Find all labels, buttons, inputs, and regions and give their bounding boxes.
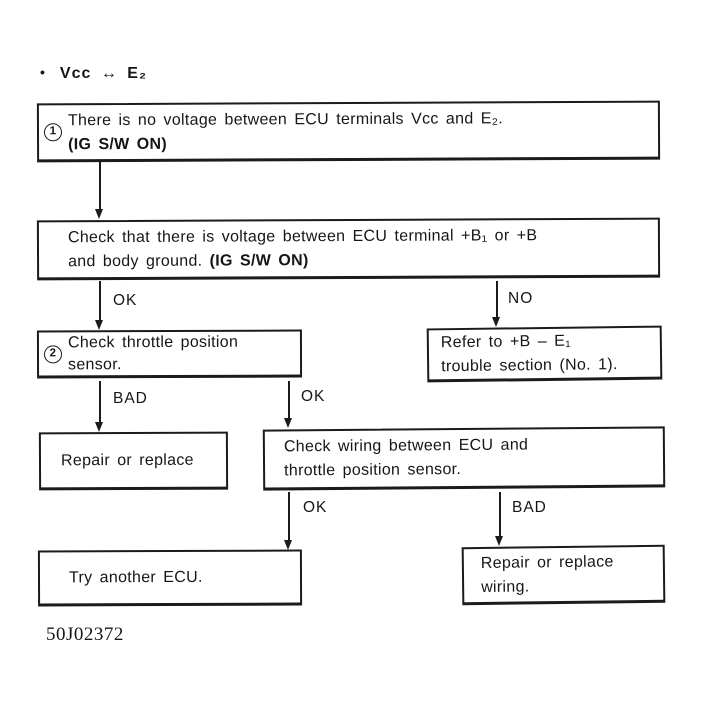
edge-label-ok-1: OK — [113, 292, 138, 309]
node-check-wiring-line1: Check wiring between ECU and — [283, 436, 529, 456]
arrowhead-icon-ok-3 — [284, 540, 292, 550]
node-check-throttle-sensor: 2 Check throttle position sensor. — [36, 329, 303, 379]
node-no-voltage-line2: (IG S/W ON) — [68, 135, 168, 154]
node-try-another-ecu: Try another ECU. — [37, 549, 303, 607]
arrow-line-bad-2 — [499, 492, 501, 536]
node-check-voltage: Check that there is voltage between ECU … — [36, 217, 661, 281]
node-no-voltage: 1 There is no voltage between ECU termin… — [36, 100, 661, 163]
node-check-wiring-line2: throttle position sensor. — [284, 461, 462, 480]
node-check-voltage-line2-bold: (IG S/W ON) — [209, 251, 309, 270]
node-check-voltage-line2: and body ground. (IG S/W ON) — [68, 247, 658, 274]
circled-number-icon: 2 — [43, 344, 63, 363]
node-check-voltage-line1: Check that there is voltage between ECU … — [67, 226, 538, 246]
arrowhead-icon-bad-1 — [95, 422, 103, 432]
arrowhead-icon-ok-1 — [95, 320, 103, 330]
section-title-text: Vcc ↔ E₂ — [59, 65, 148, 82]
arrow-line-no-1 — [496, 281, 498, 317]
node-refer-trouble-line2: trouble section (No. 1). — [441, 355, 618, 375]
node-try-ecu-line1: Try another ECU. — [68, 568, 203, 586]
node-repair-or-replace: Repair or replace — [38, 431, 229, 491]
arrowhead-icon-no-1 — [492, 317, 500, 327]
node-repair-wiring: Repair or replace wiring. — [461, 544, 666, 606]
figure-code: 50J02372 — [46, 624, 124, 645]
section-title: • Vcc ↔ E₂ — [40, 64, 147, 83]
arrowhead-icon-1 — [95, 209, 103, 219]
edge-label-bad-1: BAD — [113, 390, 148, 407]
bullet-icon: • — [40, 64, 46, 80]
node-repair-wiring-line2: wiring. — [481, 577, 530, 596]
edge-label-bad-2: BAD — [512, 499, 547, 516]
node-no-voltage-line1: There is no voltage between ECU terminal… — [67, 110, 504, 130]
node-check-wiring: Check wiring between ECU and throttle po… — [262, 426, 666, 491]
arrow-line-bad-1 — [99, 381, 101, 422]
edge-label-ok-2: OK — [301, 388, 326, 405]
arrow-line-ok-3 — [288, 492, 290, 540]
node-refer-trouble-line1: Refer to +B – E₁ — [440, 332, 571, 351]
node-refer-trouble-section: Refer to +B – E₁ trouble section (No. 1)… — [426, 325, 663, 383]
arrow-line-1 — [99, 162, 101, 210]
arrowhead-icon-ok-2 — [284, 418, 292, 428]
circled-number-icon: 1 — [43, 123, 63, 142]
node-check-throttle-line2: sensor. — [68, 355, 122, 373]
arrowhead-icon-bad-2 — [495, 536, 503, 546]
node-check-throttle-line1: Check throttle position — [67, 333, 239, 351]
arrow-line-ok-1 — [99, 281, 101, 320]
edge-label-no-1: NO — [508, 290, 534, 307]
step-number-2: 2 — [39, 344, 68, 363]
node-repair-wiring-line1: Repair or replace — [480, 552, 614, 572]
node-check-voltage-line2-text: and body ground. — [68, 252, 203, 270]
node-repair-replace-line1: Repair or replace — [60, 451, 194, 469]
edge-label-ok-3: OK — [303, 499, 328, 516]
step-number-1: 1 — [39, 123, 68, 142]
arrow-line-ok-2 — [288, 381, 290, 418]
